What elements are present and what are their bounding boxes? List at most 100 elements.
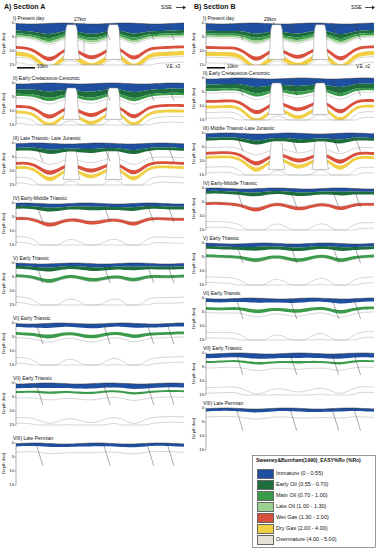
- axis-tick: [205, 92, 207, 93]
- fault-line: [36, 84, 43, 101]
- fault-line: [167, 384, 174, 405]
- surface-line: [16, 443, 184, 444]
- salt-diapir: [105, 151, 122, 179]
- fault-line: [147, 24, 154, 40]
- fault-line: [236, 299, 243, 319]
- axis-tick-label: 15: [195, 173, 204, 178]
- depth-axis: [206, 243, 207, 285]
- maturity-band: [206, 408, 374, 412]
- axis-tick-label: 5: [195, 365, 204, 370]
- salt-diapir: [312, 83, 329, 114]
- scale-bar: [17, 67, 35, 69]
- fault-line: [167, 324, 174, 344]
- fault-line: [290, 354, 297, 375]
- axis-tick-label: 10: [5, 469, 14, 474]
- depth-axis: [16, 23, 17, 65]
- panel-title: IV) Early-Middle Triassic: [13, 196, 67, 202]
- fault-line: [147, 144, 154, 162]
- horizon-line: [16, 122, 184, 125]
- axis-tick: [15, 157, 17, 158]
- axis-tick-label: 0: [5, 141, 14, 146]
- depth-axis: [206, 23, 207, 65]
- axis-tick: [15, 111, 17, 112]
- maturity-band: [16, 217, 184, 227]
- fault-line: [167, 84, 174, 101]
- legend-swatch: [257, 480, 274, 490]
- fault-line: [167, 144, 174, 162]
- maturity-band: [16, 51, 184, 65]
- axis-tick: [15, 65, 17, 66]
- scale-bar: [207, 67, 225, 69]
- salt-diapir: [268, 25, 285, 60]
- horizon-line: [16, 302, 184, 305]
- fault-line: [167, 444, 174, 466]
- fault-line: [290, 24, 297, 40]
- maturity-band: [206, 191, 374, 197]
- fault-line: [36, 144, 43, 162]
- distance-label: 29km: [264, 17, 276, 23]
- axis-title: Depth (km): [1, 263, 6, 303]
- fault-line: [36, 324, 43, 344]
- maturity-band: [16, 331, 184, 338]
- fault-line: [147, 384, 154, 405]
- axis-tick: [205, 120, 207, 121]
- axis-tick-label: 5: [195, 310, 204, 315]
- axis-tick: [15, 83, 17, 84]
- salt-diapir: [268, 83, 285, 114]
- axis-tick: [205, 51, 207, 52]
- horizon-line: [206, 147, 374, 155]
- legend-swatch: [257, 469, 274, 479]
- horizon-line: [206, 337, 374, 340]
- direction-arrow: [372, 6, 375, 10]
- axis-tick-label: 15: [5, 423, 14, 428]
- maturity-band: [206, 298, 374, 303]
- axis-tick-label: 15: [195, 228, 204, 233]
- fault-line: [332, 354, 339, 375]
- fault-line: [103, 384, 110, 405]
- axis-tick: [205, 285, 207, 286]
- axis-tick-label: 10: [195, 159, 204, 164]
- axis-tick-label: 0: [5, 261, 14, 266]
- axis-title: Depth (km): [1, 203, 6, 243]
- fault-line: [354, 354, 361, 375]
- panel-title: I) Present day: [203, 16, 234, 22]
- axis-tick: [15, 245, 17, 246]
- maturity-band: [206, 105, 374, 120]
- section-heading: B) Section B: [194, 3, 236, 11]
- legend-title: Sweeney&Burnham(1990)_EASY%Ro (%Ro): [256, 458, 361, 464]
- fault-line: [354, 79, 361, 96]
- horizon-line: [206, 227, 374, 230]
- horizon-line: [16, 177, 184, 185]
- panel-title: V) Early Triassic: [203, 236, 239, 242]
- fault-line: [103, 204, 110, 222]
- fault-line: [103, 84, 110, 101]
- fault-line: [36, 264, 43, 283]
- fault-line: [354, 299, 361, 319]
- axis-tick: [15, 263, 17, 264]
- panel-title: II) Early Cretaceous-Cenozoic: [203, 71, 270, 77]
- axis-tick-label: 10: [195, 324, 204, 329]
- legend-text: Dry Gas (2.00 - 4.00): [276, 525, 328, 531]
- legend-swatch: [257, 491, 274, 501]
- fault-line: [103, 324, 110, 344]
- fault-line: [36, 204, 43, 222]
- axis-tick: [15, 365, 17, 366]
- axis-tick-label: 5: [5, 155, 14, 160]
- maturity-band: [16, 206, 184, 212]
- axis-tick-label: 15: [5, 183, 14, 188]
- axis-tick: [15, 143, 17, 144]
- fault-line: [290, 244, 297, 263]
- salt-diapir: [63, 151, 80, 179]
- axis-tick: [205, 65, 207, 66]
- maturity-band: [206, 306, 374, 313]
- axis-tick: [15, 425, 17, 426]
- fault-line: [354, 134, 361, 152]
- legend-text: Wet Gas (1.30 - 2.00): [276, 514, 329, 520]
- axis-tick-label: 5: [195, 200, 204, 205]
- maturity-band: [16, 147, 184, 154]
- axis-tick-label: 10: [5, 409, 14, 414]
- axis-tick: [15, 471, 17, 472]
- axis-tick: [205, 147, 207, 148]
- maturity-band: [16, 266, 184, 272]
